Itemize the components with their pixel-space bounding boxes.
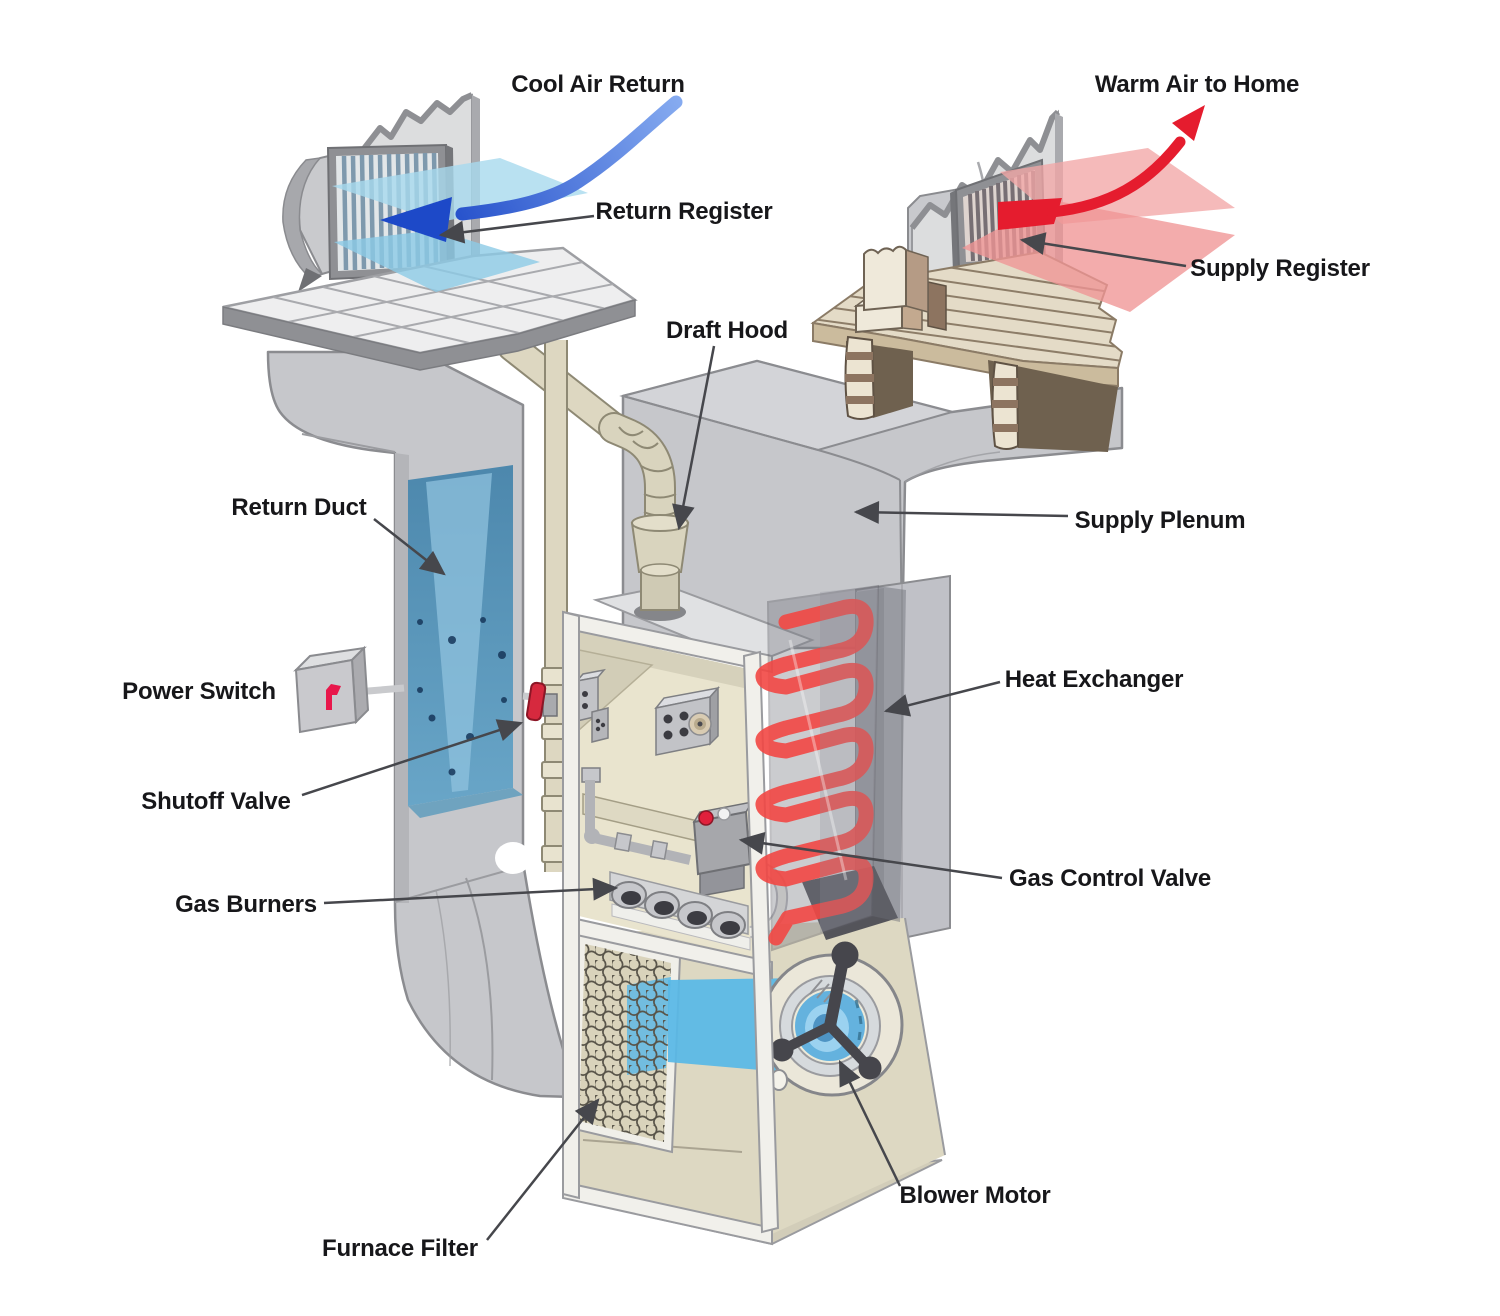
junction-box [575, 668, 609, 743]
heat-exchanger [755, 584, 906, 952]
cabinet-frame [562, 610, 780, 1246]
warm-air-flow [962, 105, 1235, 312]
shutoff-valve-body [542, 693, 558, 717]
exchanger-coil [755, 598, 874, 946]
draft-hood [598, 412, 690, 621]
shutoff-valve-handle [525, 681, 547, 722]
label-cool-air-return: Cool Air Return [511, 71, 685, 98]
draft-hood-pointer [672, 345, 716, 531]
brick-pier-right [991, 360, 1020, 450]
gas-control-valve [692, 800, 754, 897]
duct-air-particles [417, 617, 507, 776]
return-duct [266, 350, 575, 1099]
label-gas-control-valve: Gas Control Valve [1008, 865, 1212, 892]
gas-control-valve-pointer [738, 831, 1003, 880]
switch-toggle [326, 684, 341, 710]
label-power-switch: Power Switch [122, 678, 276, 705]
valve-red-button [698, 810, 714, 826]
floor-joist-shadow [988, 360, 1118, 452]
cool-air-flow [332, 95, 683, 292]
supply-plenum-pointer [853, 500, 1069, 524]
label-supply-plenum: Supply Plenum [1074, 507, 1246, 534]
label-return-register: Return Register [595, 198, 773, 225]
valve-white-button [717, 807, 731, 821]
label-warm-air-to-home: Warm Air to Home [1094, 71, 1300, 98]
blower-motor [760, 941, 904, 1097]
label-return-duct: Return Duct [231, 494, 367, 521]
internal-gas-piping [581, 767, 692, 865]
furnace-filter [568, 932, 682, 1154]
label-shutoff-valve: Shutoff Valve [141, 788, 291, 815]
shutoff-valve-pointer [301, 719, 524, 797]
label-furnace-filter: Furnace Filter [322, 1235, 478, 1262]
label-gas-burners: Gas Burners [175, 891, 317, 918]
fan-spider [770, 941, 882, 1080]
cool-air-arrow [455, 95, 683, 221]
label-blower-motor: Blower Motor [899, 1182, 1051, 1209]
warm-air-arrow [1046, 136, 1186, 218]
label-draft-hood: Draft Hood [666, 317, 788, 344]
tile-floor [222, 246, 638, 371]
gas-burners-pointer [323, 877, 619, 905]
heat-exchanger-pointer [883, 680, 1001, 717]
control-box [654, 686, 721, 756]
furnace-filter-pointer [486, 1098, 600, 1241]
supply-register-pointer [1019, 232, 1187, 268]
chimney-stub [853, 245, 947, 334]
brick-pier-left [844, 335, 876, 420]
return-duct-pointer [373, 518, 446, 576]
return-register-pointer [438, 214, 595, 244]
blower-motor-pointer [838, 1059, 902, 1187]
annotation-arrows [301, 214, 1187, 1241]
label-supply-register: Supply Register [1190, 255, 1370, 282]
power-switch [293, 645, 370, 734]
label-heat-exchanger: Heat Exchanger [1004, 666, 1184, 693]
